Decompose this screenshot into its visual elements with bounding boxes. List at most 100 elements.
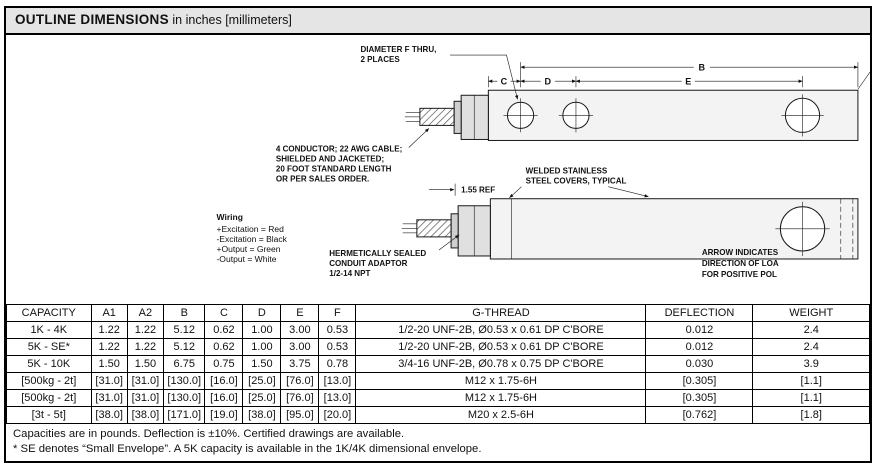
table-row: [500kg - 2t][31.0][31.0][130.0][16.0][25… — [6, 372, 870, 391]
wire-leads-top — [404, 112, 420, 122]
cell: [25.0] — [242, 389, 282, 408]
cell: 6.75 — [163, 355, 206, 374]
diameter-f-line1: DIAMETER F THRU, — [360, 45, 436, 54]
load-hole — [781, 94, 824, 137]
cable-note-line1: 4 CONDUCTOR; 22 AWG CABLE; — [276, 145, 402, 154]
cell: M12 x 1.75-6H — [355, 389, 647, 408]
wire-leads-side — [401, 223, 417, 234]
cable-note-line4: OR PER SALES ORDER. — [276, 175, 369, 184]
cell: 1.22 — [90, 321, 128, 340]
cell: [500kg - 2t] — [6, 389, 92, 408]
cable-note-leader — [408, 128, 430, 148]
conduit-line3: 1/2-14 NPT — [329, 269, 370, 278]
cell: 3.00 — [280, 321, 320, 340]
cell: 2.4 — [752, 321, 870, 340]
cell: [19.0] — [204, 406, 244, 425]
col-header-d: D — [242, 304, 282, 323]
table-row: [3t - 5t][38.0][38.0][171.0][19.0][38.0]… — [6, 406, 870, 425]
cell: [31.0] — [126, 372, 165, 391]
table-header-row: CAPACITY A1 A2 B C D E F G-THREAD DEFLEC… — [6, 304, 870, 323]
ref-dim-label: 1.55 REF — [461, 186, 495, 195]
col-header-weight: WEIGHT — [752, 304, 870, 323]
cell: 5K - SE* — [6, 338, 92, 357]
cell: 0.012 — [645, 321, 754, 340]
col-header-g-thread: G-THREAD — [355, 304, 647, 323]
cable-note: 4 CONDUCTOR; 22 AWG CABLE; SHIELDED AND … — [276, 128, 430, 184]
cell: [25.0] — [242, 372, 282, 391]
footnote-capacities: Capacities are in pounds. Deflection is … — [13, 428, 405, 441]
cell: M12 x 1.75-6H — [355, 372, 647, 391]
cell: [76.0] — [280, 389, 320, 408]
cell: 0.62 — [204, 321, 244, 340]
cell: [3t - 5t] — [6, 406, 92, 425]
cell: [0.305] — [645, 372, 754, 391]
col-header-deflection: DEFLECTION — [645, 304, 754, 323]
cell: 3.9 — [752, 355, 870, 374]
cell: 3.00 — [280, 338, 320, 357]
col-header-e: E — [280, 304, 320, 323]
dim-label-d: D — [544, 77, 551, 87]
cell: 0.53 — [318, 338, 357, 357]
conduit-leader — [438, 234, 460, 251]
cell: 0.75 — [204, 355, 244, 374]
col-header-capacity: CAPACITY — [6, 304, 92, 323]
cell: 5.12 — [163, 338, 206, 357]
cell: [38.0] — [126, 406, 165, 425]
cell: 1.22 — [126, 321, 165, 340]
side-view: 1.55 REF WELDED STAINLESS STEEL COVERS, … — [401, 167, 859, 279]
mounting-hole-2 — [558, 98, 594, 133]
col-header-b: B — [163, 304, 206, 323]
cell: 5K - 10K — [6, 355, 92, 374]
ref-dimension: 1.55 REF — [428, 183, 495, 196]
diameter-f-leader-line — [450, 54, 519, 100]
wiring-legend: Wiring +Excitation = Red -Excitation = B… — [216, 212, 287, 264]
hidden-lines — [840, 198, 854, 259]
dimension-b: B — [520, 60, 859, 74]
cell: 1.50 — [242, 355, 282, 374]
load-cell-drawing: B C D — [216, 45, 870, 279]
page-frame: OUTLINE DIMENSIONS in inches [millimeter… — [4, 6, 872, 463]
cable-note-line2: SHIELDED AND JACKETED; — [276, 155, 384, 164]
cable-hatch-side — [416, 219, 452, 238]
polarity-line2: DIRECTION OF LOA — [702, 259, 779, 268]
cell: [13.0] — [318, 372, 357, 391]
cell: 1K - 4K — [6, 321, 92, 340]
dim-label-b: B — [699, 63, 706, 73]
cell: [1.8] — [752, 406, 870, 425]
conduit-line1: HERMETICALLY SEALED — [329, 249, 426, 258]
dim-label-e: E — [685, 77, 691, 87]
diameter-f-note: DIAMETER F THRU, 2 PLACES — [360, 45, 519, 100]
cell: [38.0] — [242, 406, 282, 425]
dim-label-c: C — [501, 77, 508, 87]
cell: 1.22 — [90, 338, 128, 357]
cell: 1/2-20 UNF-2B, Ø0.53 x 0.61 DP C'BORE — [355, 321, 647, 340]
wiring-line3: +Output = Green — [216, 244, 280, 254]
dimension-c: C — [488, 74, 521, 88]
section-title-units: in inches [millimeters] — [168, 13, 292, 27]
cell: M20 x 2.5-6H — [355, 406, 647, 425]
cell: 1.22 — [126, 338, 165, 357]
cell: [0.762] — [645, 406, 754, 425]
covers-note: WELDED STAINLESS STEEL COVERS, TYPICAL — [509, 167, 649, 198]
table-row: [500kg - 2t][31.0][31.0][130.0][16.0][25… — [6, 389, 870, 408]
cable-hatch-top — [419, 107, 455, 126]
cell: 1.00 — [242, 321, 282, 340]
mounting-hole-1 — [503, 98, 538, 133]
col-header-f: F — [318, 304, 357, 323]
section-title: OUTLINE DIMENSIONS — [15, 12, 169, 27]
cell: 2.4 — [752, 338, 870, 357]
col-header-a1: A1 — [90, 304, 128, 323]
cell: [31.0] — [90, 372, 128, 391]
cell: [95.0] — [280, 406, 320, 425]
top-view: B C D — [360, 45, 870, 141]
cell: 1.50 — [90, 355, 128, 374]
cell: 0.012 — [645, 338, 754, 357]
cell: 0.62 — [204, 338, 244, 357]
footnotes: Capacities are in pounds. Deflection is … — [6, 424, 870, 461]
cell: 1.00 — [242, 338, 282, 357]
cell: [130.0] — [163, 389, 206, 408]
dimensions-table: CAPACITY A1 A2 B C D E F G-THREAD DEFLEC… — [6, 304, 870, 425]
